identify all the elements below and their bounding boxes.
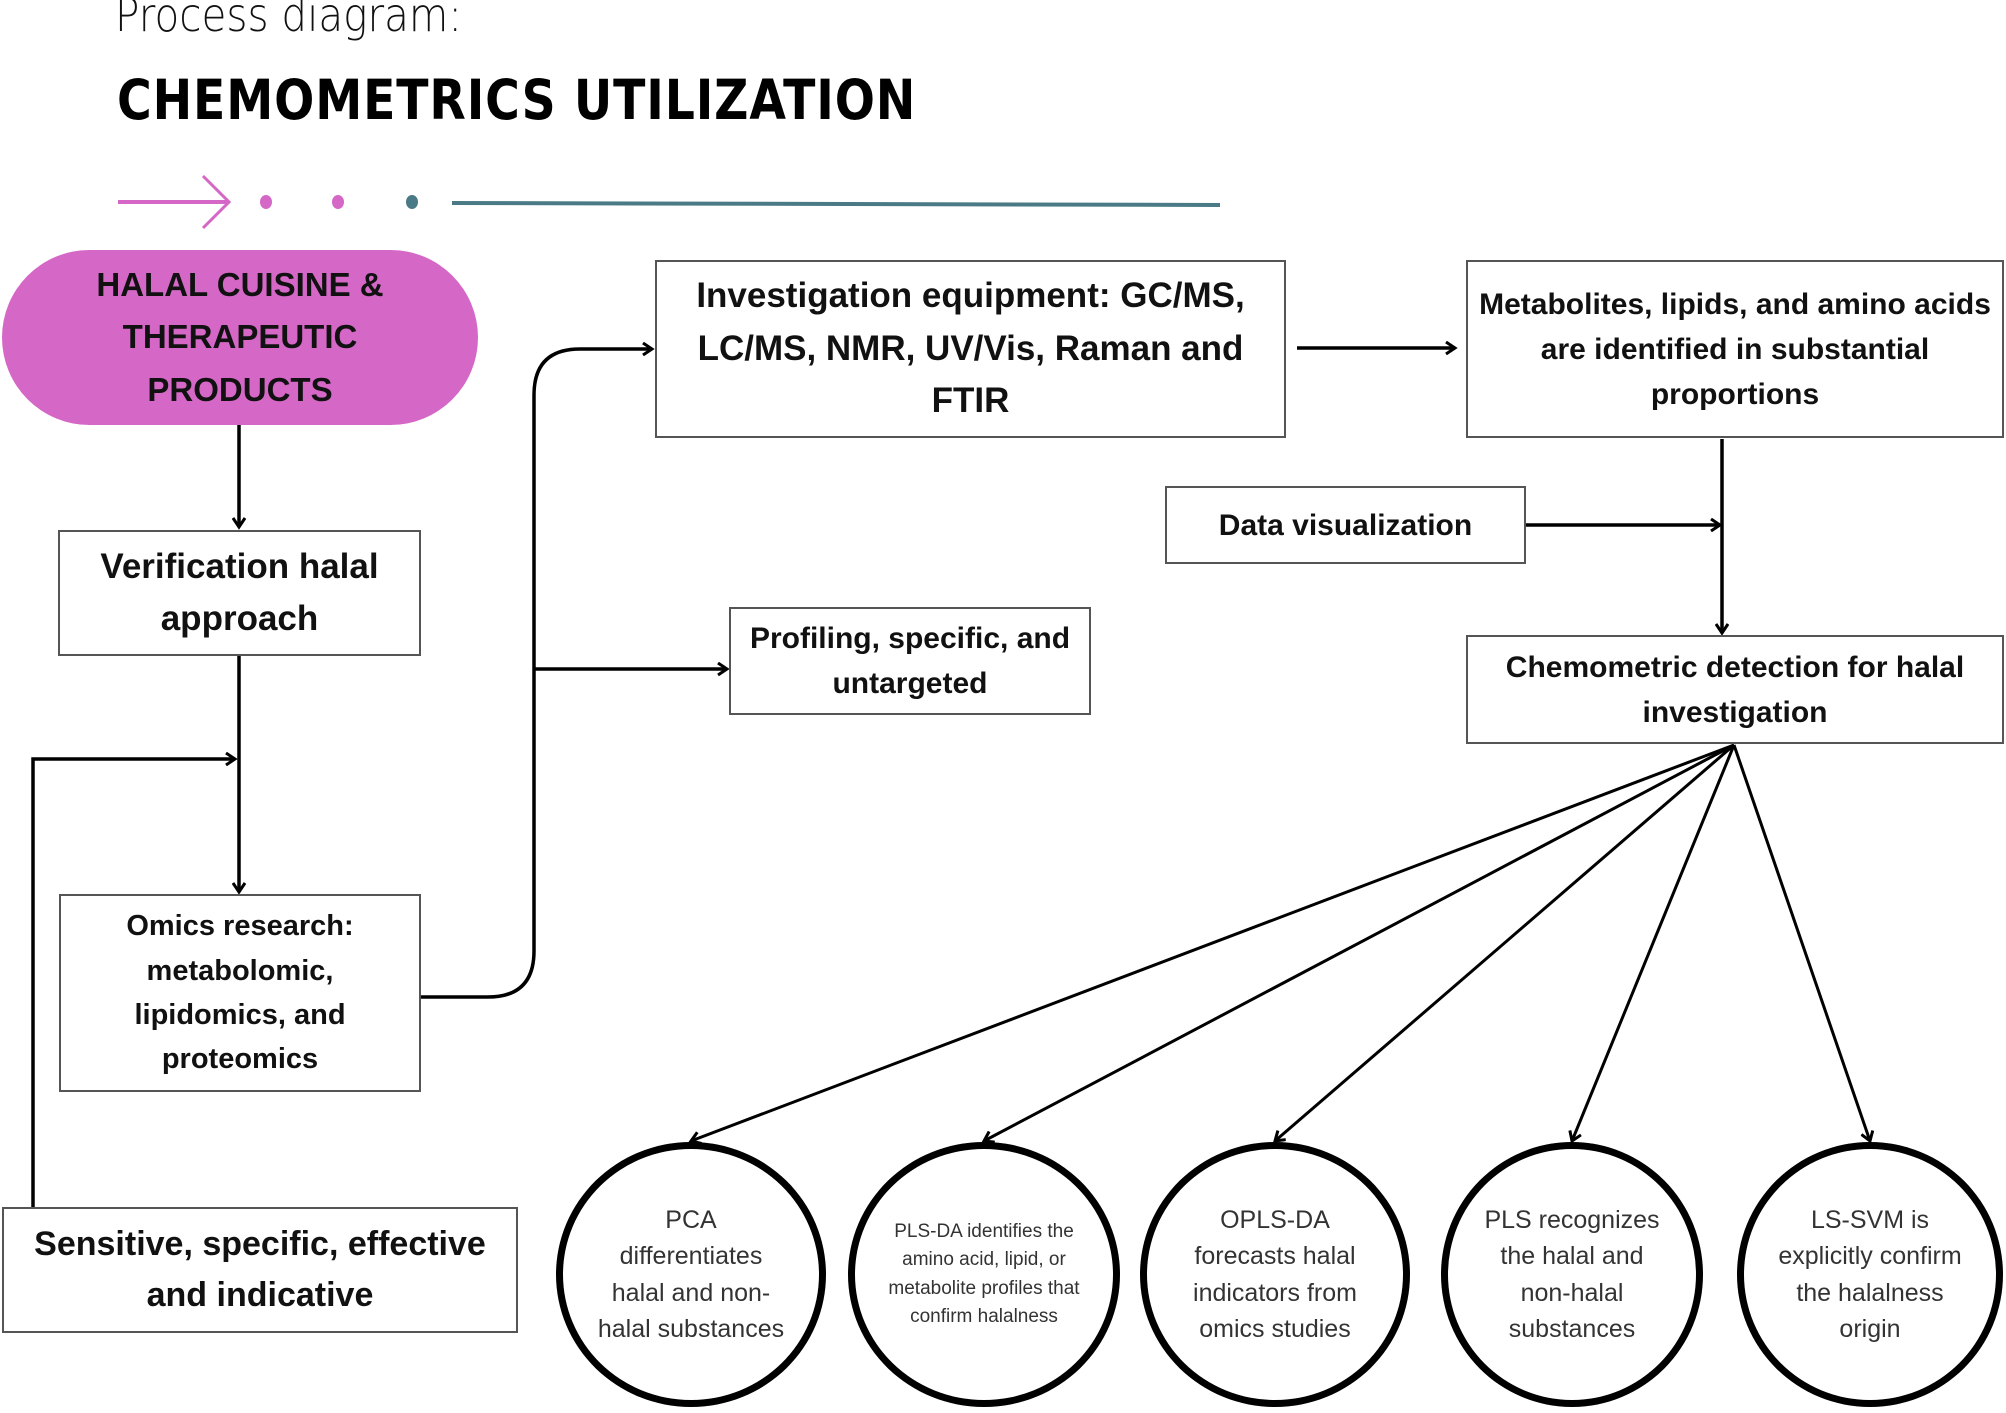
node-chemometric-label: Chemometric detection for halal investig… xyxy=(1505,650,1965,729)
node-data-visualization-label: Data visualization xyxy=(1218,508,1473,542)
node-profiling-label: Profiling, specific, and untargeted xyxy=(749,622,1071,700)
method-circle-pls-da: PLS-DA identifies the amino acid, lipid,… xyxy=(848,1142,1120,1407)
method-circle-ls-svm: LS-SVM is explicitly confirm the halalne… xyxy=(1737,1142,2003,1407)
method-label-ls-svm: LS-SVM is explicitly confirm the halalne… xyxy=(1778,1206,1962,1343)
method-circle-opls-da: OPLS-DA forecasts halal indicators from … xyxy=(1140,1142,1410,1407)
right-arrow-icon-head xyxy=(201,174,232,230)
method-label-pca: PCA differentiates halal and non-halal s… xyxy=(597,1206,785,1343)
node-sensitive-label: Sensitive, specific, effective and indic… xyxy=(34,1225,486,1314)
header-decoration xyxy=(118,174,1221,230)
arrow-chemometric-to-opls-da xyxy=(1275,743,1735,1141)
arrow-chemometric-to-pca xyxy=(691,743,1735,1141)
arrow-chemometric-to-pls-da xyxy=(984,743,1735,1141)
arrow-omics-to-investigation xyxy=(421,349,652,999)
decor-dot-3 xyxy=(406,195,418,209)
node-omics-label: Omics research: metabolomic, lipidomics,… xyxy=(126,910,354,1076)
diagram-title: CHEMOMETRICS UTILIZATION xyxy=(117,68,917,132)
node-start-halal-products: HALAL CUISINE & THERAPEUTIC PRODUCTS xyxy=(2,250,478,425)
node-start-label: HALAL CUISINE & THERAPEUTIC PRODUCTS xyxy=(96,266,384,408)
node-chemometric-detection: Chemometric detection for halal investig… xyxy=(1466,635,2004,744)
method-circle-pls: PLS recognizes the halal and non-halal s… xyxy=(1441,1142,1703,1407)
node-metabolites-label: Metabolites, lipids, and amino acids are… xyxy=(1479,287,1991,411)
node-investigation-equipment: Investigation equipment: GC/MS, LC/MS, N… xyxy=(655,260,1286,438)
method-circle-pca: PCA differentiates halal and non-halal s… xyxy=(556,1142,826,1407)
node-sensitive: Sensitive, specific, effective and indic… xyxy=(2,1207,518,1333)
decor-dot-1 xyxy=(260,195,272,209)
node-profiling: Profiling, specific, and untargeted xyxy=(729,607,1091,715)
method-label-pls-da: PLS-DA identifies the amino acid, lipid,… xyxy=(888,1220,1080,1328)
arrow-sensitive-feedback xyxy=(31,759,235,1207)
decor-divider-line xyxy=(451,201,1221,207)
diagram-subtitle: Process diagram: xyxy=(115,0,462,42)
node-verification: Verification halal approach xyxy=(58,530,421,656)
node-investigation-label: Investigation equipment: GC/MS, LC/MS, N… xyxy=(696,276,1245,421)
decor-dot-2 xyxy=(332,195,344,209)
node-metabolites: Metabolites, lipids, and amino acids are… xyxy=(1466,260,2004,438)
node-verification-label: Verification halal approach xyxy=(100,546,379,639)
arrow-chemometric-to-pls xyxy=(1572,744,1736,1141)
method-label-opls-da: OPLS-DA forecasts halal indicators from … xyxy=(1193,1206,1357,1343)
method-label-pls: PLS recognizes the halal and non-halal s… xyxy=(1484,1206,1660,1343)
arrow-chemometric-to-ls-svm xyxy=(1732,744,1870,1141)
node-data-visualization: Data visualization xyxy=(1165,486,1526,564)
node-omics-research: Omics research: metabolomic, lipidomics,… xyxy=(59,894,421,1092)
